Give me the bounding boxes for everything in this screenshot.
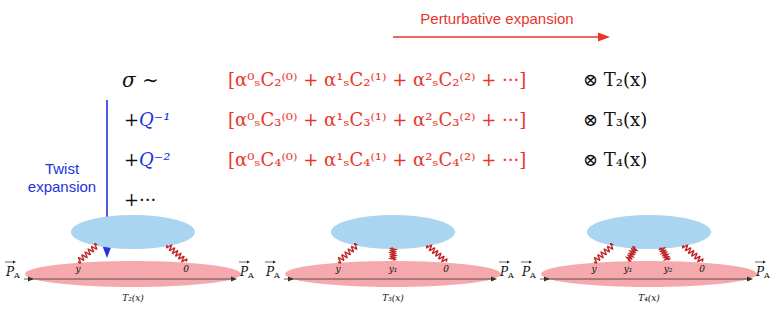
hadron-blob (541, 261, 757, 287)
perturbative-arrow-head (598, 33, 610, 42)
axis-title: Perturbative expansion (420, 11, 573, 26)
momentum-label: P (266, 266, 274, 278)
vector-arrow-head (763, 261, 766, 264)
power-suppression: Q⁻¹ (139, 111, 170, 129)
vector-arrow (239, 262, 248, 263)
distribution-factor: ⊗ T₄(x) (583, 151, 647, 169)
position-label: 0 (183, 265, 189, 274)
plus-sign: + (124, 111, 139, 129)
gluon-line (594, 244, 613, 263)
momentum-subscript: A (274, 272, 280, 280)
momentum-line (284, 279, 494, 280)
momentum-arrow-head (491, 277, 497, 282)
momentum-label: P (6, 266, 14, 278)
gluon-line (167, 245, 187, 262)
distribution-label: T₄(x) (638, 294, 660, 303)
momentum-line (540, 279, 750, 280)
vector-arrow-head (507, 261, 510, 264)
momentum-arrow-head (288, 277, 294, 282)
distribution-label: T₂(x) (122, 294, 144, 303)
plus-sign: + (124, 151, 139, 169)
correlator-panel (521, 215, 766, 287)
momentum-label: P (522, 266, 530, 278)
correlator-panel (5, 215, 250, 287)
vector-arrow (755, 262, 764, 263)
momentum-line (24, 279, 234, 280)
perturbative-series: [α⁰ₛC₄⁽⁰⁾ + α¹ₛC₄⁽¹⁾ + α²ₛC₄⁽²⁾ + ···] (228, 151, 526, 169)
position-label: y₁ (389, 265, 398, 274)
hard-part-blob (71, 215, 195, 249)
hard-part-blob (587, 215, 711, 249)
vector-arrow-head (247, 261, 250, 264)
vector-arrow-head (529, 261, 532, 264)
vector-arrow-head (273, 261, 276, 264)
position-label: y (335, 265, 340, 274)
gluon-line (683, 245, 703, 262)
axis-title: Twist (45, 161, 79, 176)
momentum-arrow-head (544, 277, 550, 282)
gluon-line (338, 244, 357, 263)
cross-section-symbol: σ ∼ (122, 70, 159, 90)
hadron-blob (25, 261, 241, 287)
position-label: y (591, 265, 596, 274)
momentum-subscript: A (530, 272, 536, 280)
hard-part-blob (331, 215, 455, 249)
position-label: y₁ (624, 265, 633, 274)
position-label: y₂ (664, 265, 673, 274)
gluon-line (627, 247, 637, 261)
axis-title: expansion (28, 179, 96, 194)
momentum-label: P (756, 266, 764, 278)
momentum-subscript: A (14, 272, 20, 280)
gluon-line (78, 244, 97, 263)
momentum-arrow-head (231, 277, 237, 282)
distribution-factor: ⊗ T₃(x) (583, 111, 647, 129)
gluon-line (427, 245, 447, 262)
vector-arrow (5, 262, 14, 263)
ellipsis-term: +··· (124, 191, 156, 209)
vector-arrow-head (13, 261, 16, 264)
position-label: 0 (699, 265, 705, 274)
perturbative-series: [α⁰ₛC₂⁽⁰⁾ + α¹ₛC₂⁽¹⁾ + α²ₛC₂⁽²⁾ + ···] (228, 71, 526, 89)
perturbative-series: [α⁰ₛC₃⁽⁰⁾ + α¹ₛC₃⁽¹⁾ + α²ₛC₃⁽²⁾ + ···] (228, 111, 526, 129)
momentum-label: P (240, 266, 248, 278)
distribution-label: T₃(x) (382, 294, 404, 303)
vector-arrow (521, 262, 530, 263)
power-suppression: Q⁻² (139, 151, 170, 169)
momentum-arrow-head (28, 277, 34, 282)
position-label: 0 (443, 265, 449, 274)
position-label: y (75, 265, 80, 274)
momentum-subscript: A (248, 272, 254, 280)
vector-arrow (265, 262, 274, 263)
gluon-line (660, 248, 670, 261)
momentum-arrow-head (747, 277, 753, 282)
momentum-subscript: A (508, 272, 514, 280)
correlator-panel (265, 215, 510, 287)
correlator-diagrams (5, 215, 766, 287)
momentum-subscript: A (764, 272, 770, 280)
gluon-line (390, 248, 395, 260)
hadron-blob (285, 261, 501, 287)
perturbative-arrow (393, 36, 600, 38)
distribution-factor: ⊗ T₂(x) (583, 71, 647, 89)
momentum-label: P (500, 266, 508, 278)
vector-arrow (499, 262, 508, 263)
